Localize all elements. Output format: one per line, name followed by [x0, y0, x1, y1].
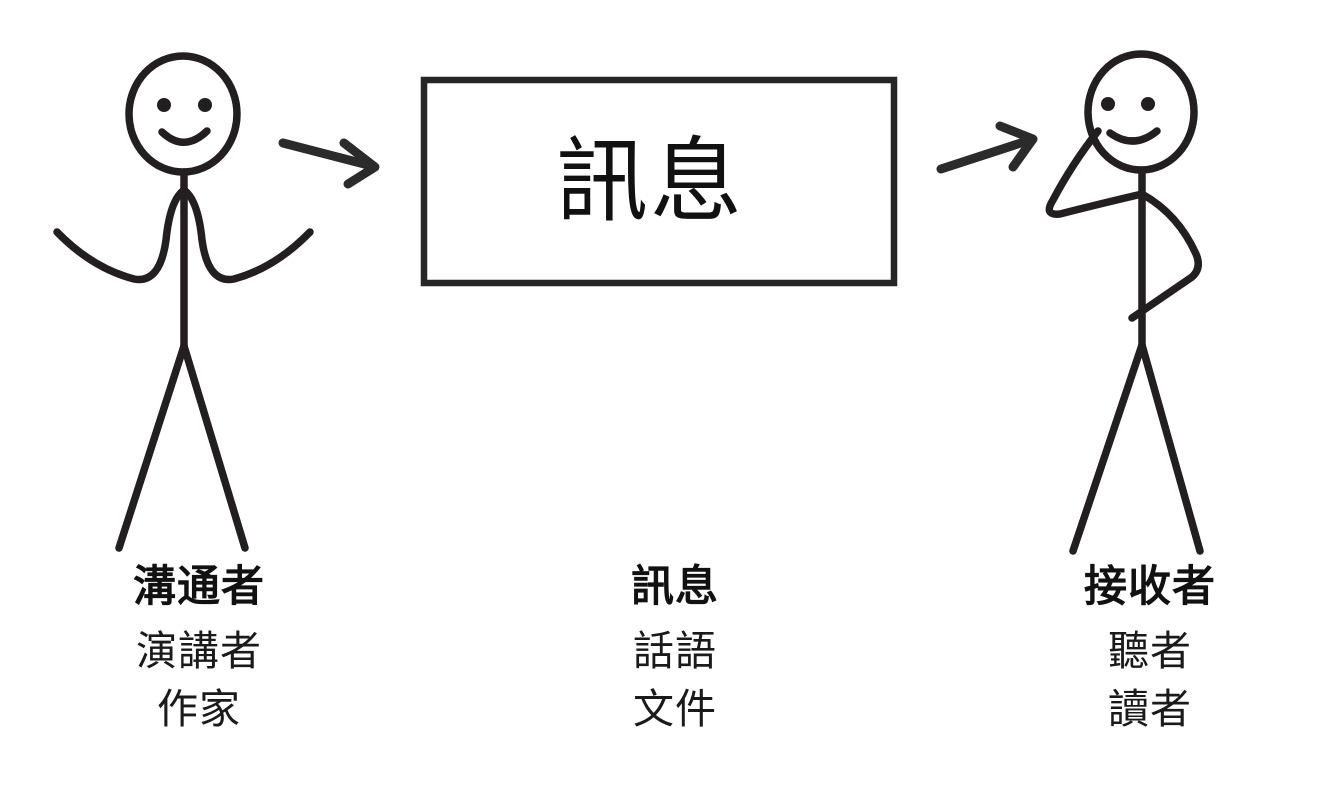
communicator-right-leg — [180, 342, 249, 552]
message-box-label: 訊息 — [555, 130, 744, 233]
arrow-message-to-receiver — [936, 121, 1038, 174]
arrow-communicator-to-message — [278, 138, 380, 189]
communicator-head — [125, 52, 241, 176]
receiver-left-eye-icon — [1101, 97, 1115, 111]
message-box — [420, 76, 898, 287]
caption-message-title: 訊息 — [631, 563, 719, 611]
communicator-left-arm — [53, 186, 188, 284]
receiver-right-leg — [1138, 341, 1204, 555]
receiver-left-leg — [1069, 341, 1146, 555]
caption-message-sub-1: 話語 — [633, 628, 717, 675]
communicator-smile-icon — [158, 127, 211, 146]
receiver-right-arm-on-hip — [1128, 190, 1202, 322]
communicator-right-arm — [180, 186, 314, 284]
receiver-right-eye-icon — [1141, 97, 1155, 111]
caption-receiver: 接收者 聽者 讀者 — [985, 563, 1315, 739]
figure-communicator — [53, 52, 314, 552]
caption-receiver-sub-2: 讀者 — [1108, 686, 1192, 733]
caption-receiver-sub-1: 聽者 — [1108, 628, 1192, 675]
figure-receiver — [1045, 50, 1204, 555]
communicator-right-eye-icon — [198, 98, 212, 112]
caption-communicator-title: 溝通者 — [133, 563, 265, 611]
caption-communicator-sub-1: 演講者 — [136, 628, 262, 675]
caption-communicator: 溝通者 演講者 作家 — [34, 563, 364, 739]
caption-communicator-sub-2: 作家 — [157, 686, 241, 733]
receiver-smile-icon — [1106, 127, 1161, 145]
caption-receiver-title: 接收者 — [1084, 563, 1216, 611]
communicator-left-eye-icon — [157, 98, 171, 112]
caption-message: 訊息 話語 文件 — [510, 563, 840, 739]
receiver-head — [1084, 50, 1198, 174]
receiver-left-arm-to-ear — [1045, 127, 1146, 218]
communicator-left-leg — [115, 342, 188, 552]
caption-message-sub-2: 文件 — [633, 686, 717, 733]
